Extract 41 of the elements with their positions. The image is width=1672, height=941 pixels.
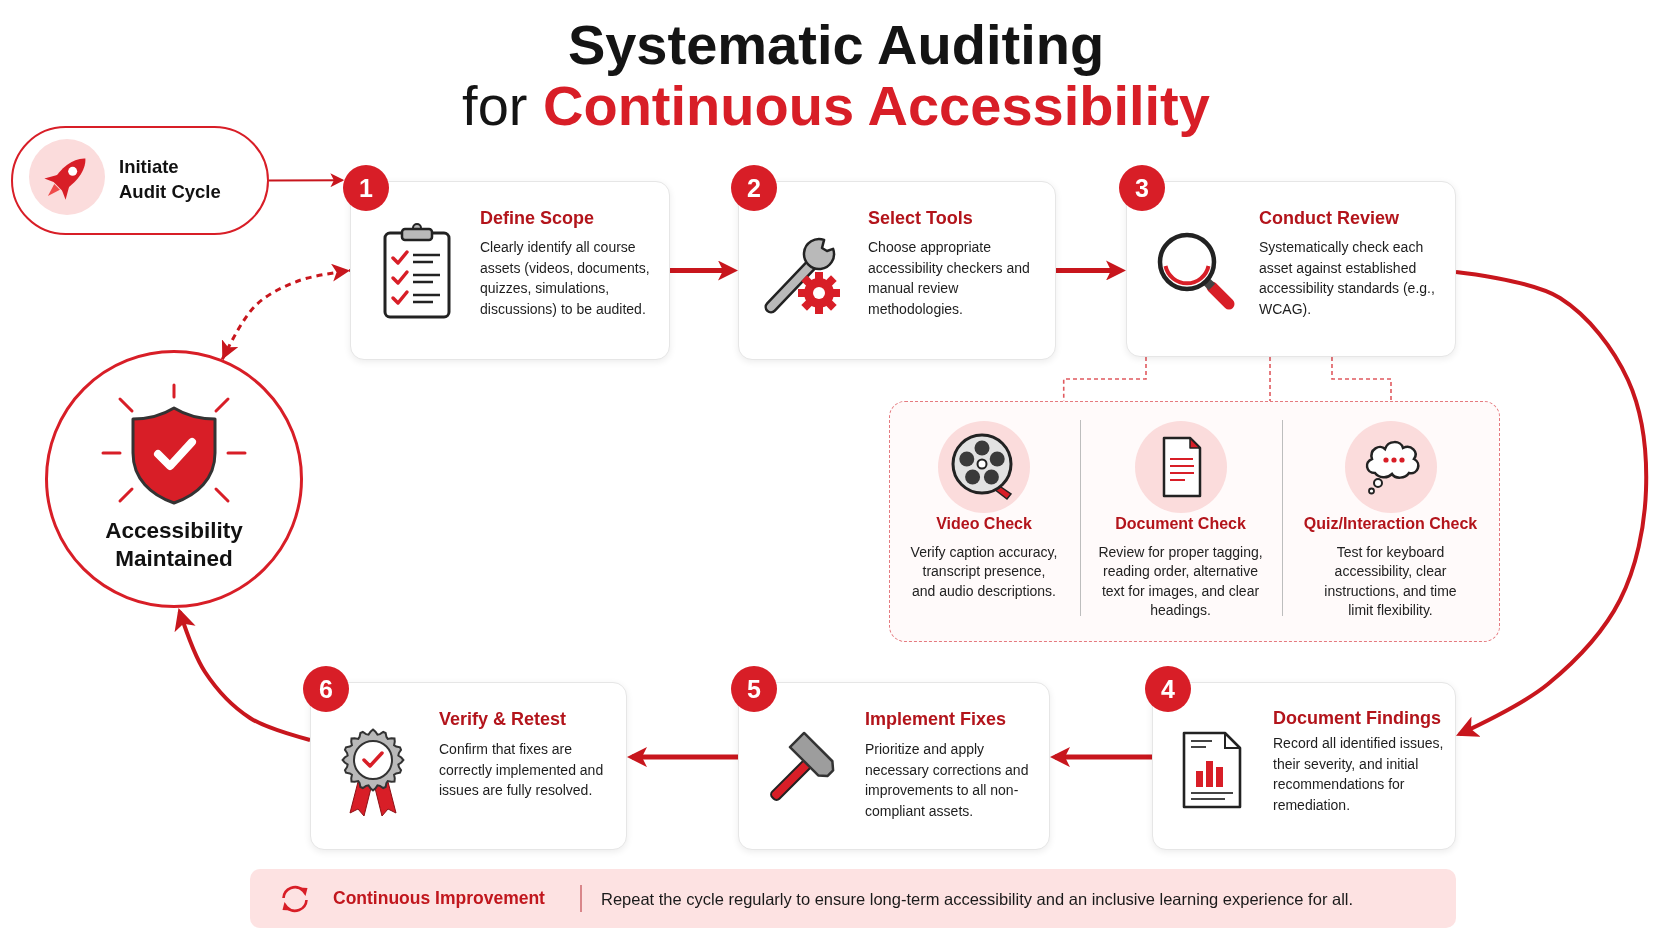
step-number: 3 [1119, 165, 1165, 211]
flow-arrow [627, 747, 738, 768]
check-title: Document Check [1115, 513, 1246, 534]
flow-arrow [670, 260, 738, 281]
double-arrow [220, 263, 351, 361]
dashed-connector [1269, 356, 1271, 402]
flow-arrow [1455, 270, 1649, 738]
title: Systematic Auditing for Continuous Accessibility [462, 14, 1210, 136]
banner-heading: Continuous Improvement [333, 888, 545, 909]
step-number: 4 [1145, 666, 1191, 712]
check-description: Review for proper tagging, reading order, alternative text for images, and clear headings. [1097, 542, 1264, 620]
step-title: Document Findings [1273, 707, 1441, 729]
goal-label: Accessibility Maintained [104, 517, 244, 573]
step-number: 1 [343, 165, 389, 211]
check-description: Verify caption accuracy, transcript presence, and audio descriptions. [909, 542, 1059, 601]
step-number: 6 [303, 666, 349, 712]
dashed-connector [1331, 356, 1392, 402]
step-title: Implement Fixes [865, 708, 1007, 730]
step-description: Confirm that fixes are correctly implemented and issues are fully resolved. [439, 740, 605, 800]
flow-arrow [268, 173, 346, 188]
step-description: Record all identified issues, their severity, and initial recommendations for remediation. [1273, 734, 1445, 815]
step-description: Prioritize and apply necessary corrections and improvements to all non-compliant assets. [865, 740, 1030, 821]
step-description: Systematically check each asset against established accessibility standards (e.g., WCAG). [1259, 238, 1436, 319]
check-description: Test for keyboard accessibility, clear instructions, and time limit flexibility. [1323, 542, 1458, 620]
check-title: Quiz/Interaction Check [1303, 513, 1478, 534]
flow-arrow [174, 607, 311, 742]
start-label: Initiate Audit Cycle [119, 155, 222, 204]
flow-arrow [1050, 747, 1152, 768]
step-title: Select Tools [868, 207, 973, 229]
banner-text: Repeat the cycle regularly to ensure long-term accessibility and an inclusive learning experience for all. [601, 888, 1354, 909]
check-panel [889, 401, 1500, 642]
summary-banner [250, 869, 1456, 928]
step-title: Define Scope [480, 207, 595, 229]
step-title: Verify & Retest [439, 708, 567, 730]
step-number: 2 [731, 165, 777, 211]
step-description: Choose appropriate accessibility checkers and manual review methodologies. [868, 238, 1031, 319]
step-number: 5 [731, 666, 777, 712]
step-title: Conduct Review [1259, 207, 1400, 229]
step-description: Clearly identify all course assets (videos, documents, quizzes, simulations, discussions) to be audited. [480, 238, 651, 319]
check-title: Video Check [936, 513, 1032, 534]
flow-arrow [1056, 260, 1126, 281]
